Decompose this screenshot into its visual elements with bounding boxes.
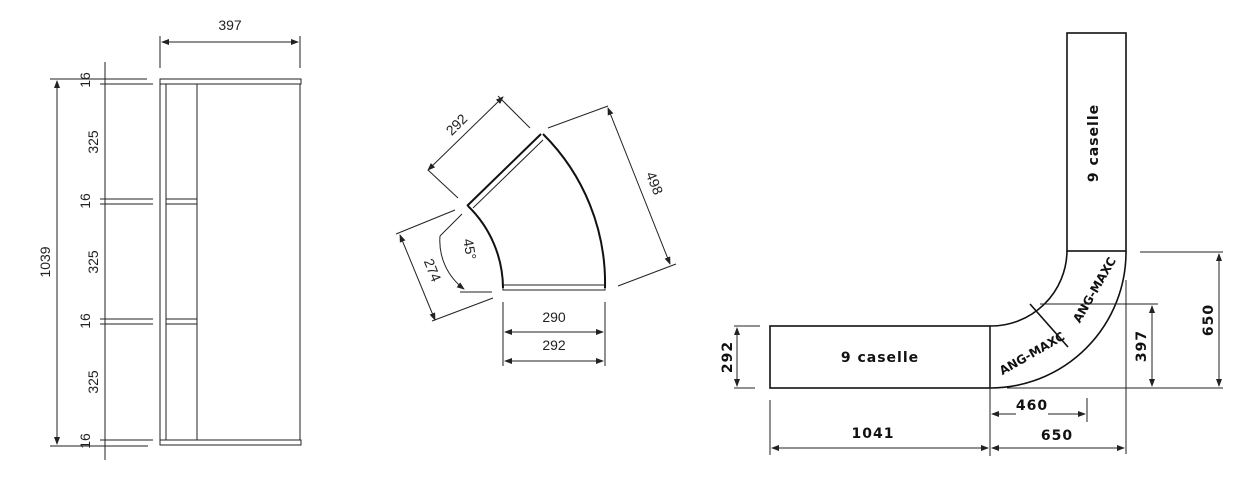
dim-corner-mid: 460	[1016, 398, 1048, 414]
dim-corner-height: 650	[1201, 304, 1217, 336]
dim-shelf-2: 16	[77, 193, 93, 209]
dim-shelf-1: 16	[77, 72, 93, 88]
dim-depth: 292	[720, 341, 736, 373]
corner-piece-view: 292 498 274 45° 290 292	[395, 95, 677, 366]
dim-outer-arc: 498	[643, 169, 667, 197]
dim-corner-width: 650	[1041, 428, 1073, 444]
dim-height-total: 1039	[37, 246, 53, 277]
dim-outer-width: 292	[542, 337, 566, 353]
label-vertical-run: 9 caselle	[1086, 104, 1102, 182]
dim-width-top: 397	[218, 17, 242, 33]
dim-run-length: 1041	[852, 426, 895, 442]
dim-corner-depth: 292	[443, 110, 471, 138]
dim-compartment-1: 325	[85, 130, 101, 154]
dim-corner-mid-height: 397	[1134, 330, 1150, 362]
dim-inner-width: 290	[542, 309, 566, 325]
label-horizontal-run: 9 caselle	[841, 350, 919, 366]
dim-compartment-3: 325	[85, 370, 101, 394]
dim-angle: 45°	[460, 237, 479, 261]
dim-shelf-3: 16	[77, 313, 93, 329]
dim-inner-arc: 274	[421, 256, 445, 284]
layout-plan-view: 9 caselle 9 caselle ANG-MAXC ANG-MAXC 29…	[720, 32, 1223, 456]
dim-shelf-4: 16	[77, 433, 93, 449]
front-elevation-view: 397 1039 16 325 16 325 16 325 16	[37, 17, 302, 460]
dim-compartment-2: 325	[85, 250, 101, 274]
